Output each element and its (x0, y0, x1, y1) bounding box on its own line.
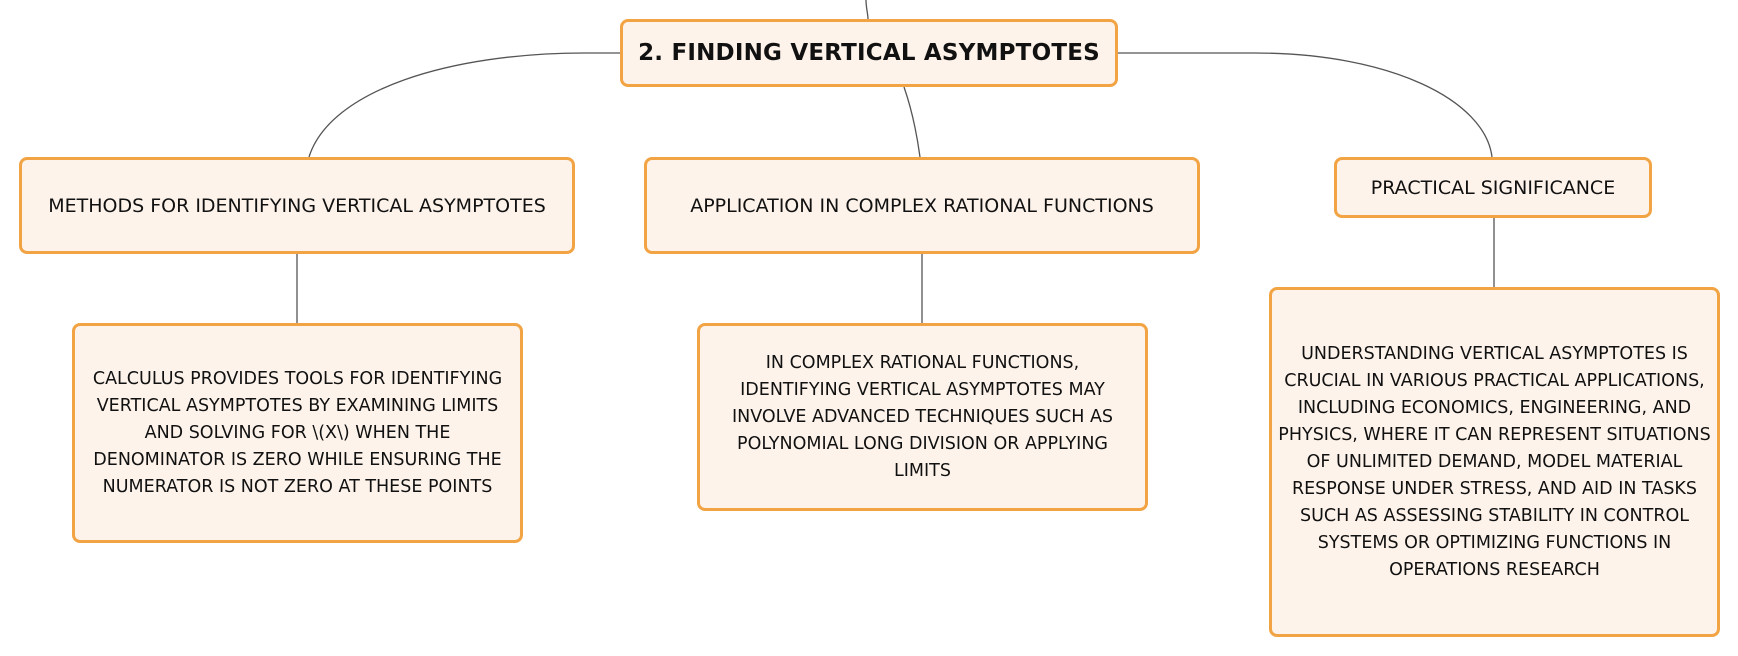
root-node[interactable]: 2. FINDING VERTICAL ASYMPTOTES (620, 19, 1118, 87)
connector-root-to-methods (308, 52, 620, 158)
connector-parent-to-root (865, 0, 869, 20)
detail-node-methods[interactable]: CALCULUS PROVIDES TOOLS FOR IDENTIFYING … (72, 323, 523, 543)
branch-node-methods[interactable]: METHODS FOR IDENTIFYING VERTICAL ASYMPTO… (19, 157, 575, 254)
detail-node-significance[interactable]: UNDERSTANDING VERTICAL ASYMPTOTES IS CRU… (1269, 287, 1720, 637)
root-node-label: 2. FINDING VERTICAL ASYMPTOTES (638, 40, 1100, 66)
branch-node-label: APPLICATION IN COMPLEX RATIONAL FUNCTION… (690, 194, 1154, 217)
detail-node-text: IN COMPLEX RATIONAL FUNCTIONS, IDENTIFYI… (731, 352, 1114, 481)
detail-node-application[interactable]: IN COMPLEX RATIONAL FUNCTIONS, IDENTIFYI… (697, 323, 1148, 511)
connector-root-to-significance (1118, 52, 1493, 158)
detail-node-text: UNDERSTANDING VERTICAL ASYMPTOTES IS CRU… (1278, 343, 1711, 580)
connector-root-to-application (903, 86, 921, 158)
branch-node-application[interactable]: APPLICATION IN COMPLEX RATIONAL FUNCTION… (644, 157, 1200, 254)
detail-node-text: CALCULUS PROVIDES TOOLS FOR IDENTIFYING … (92, 368, 503, 497)
branch-node-label: PRACTICAL SIGNIFICANCE (1370, 176, 1616, 199)
branch-node-label: METHODS FOR IDENTIFYING VERTICAL ASYMPTO… (48, 194, 546, 217)
branch-node-significance[interactable]: PRACTICAL SIGNIFICANCE (1334, 157, 1652, 218)
